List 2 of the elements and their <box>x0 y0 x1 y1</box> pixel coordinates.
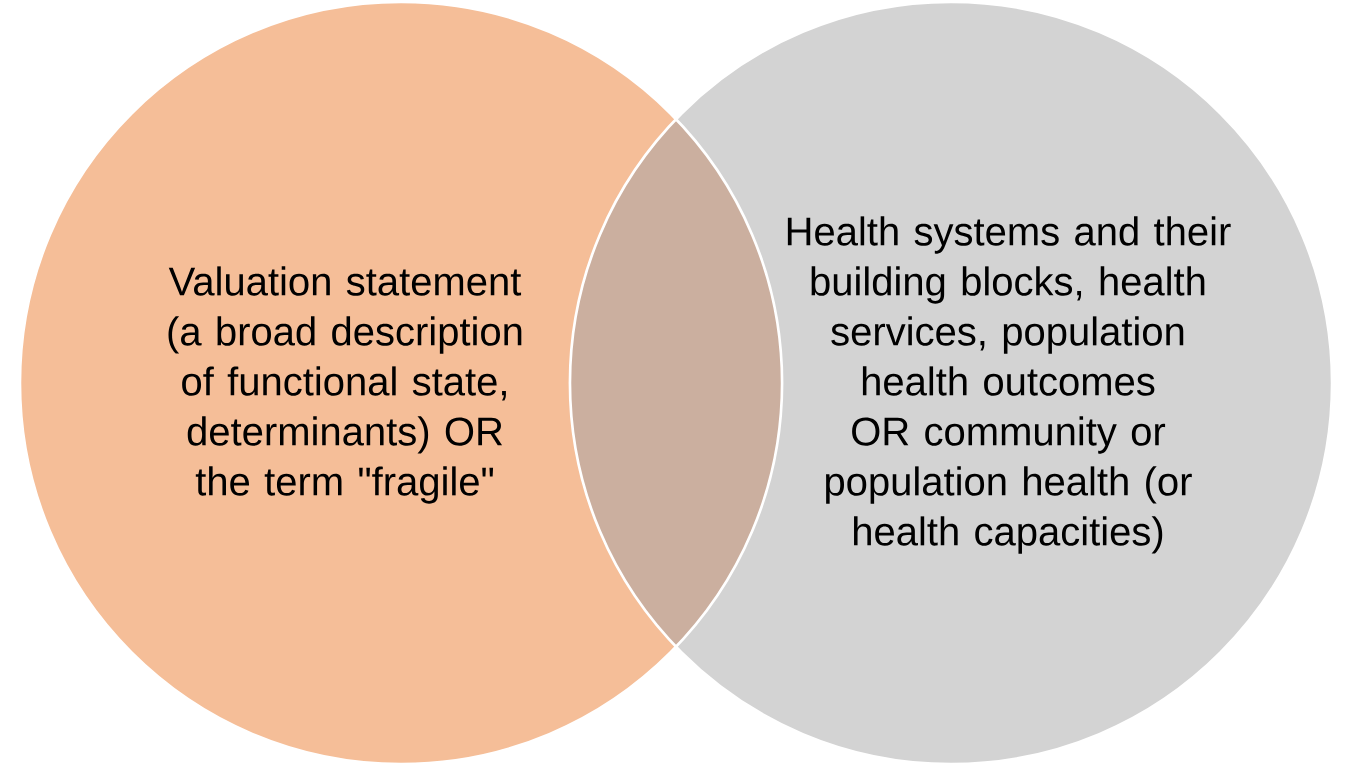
circle-label: Health systems and their building blocks, health services, population health outcomes OR community or population health (or health capacities) <box>787 216 1231 554</box>
circle-label: Valuation statement (a broad description of functional state, determinants) OR the term "fragile" <box>168 266 522 504</box>
